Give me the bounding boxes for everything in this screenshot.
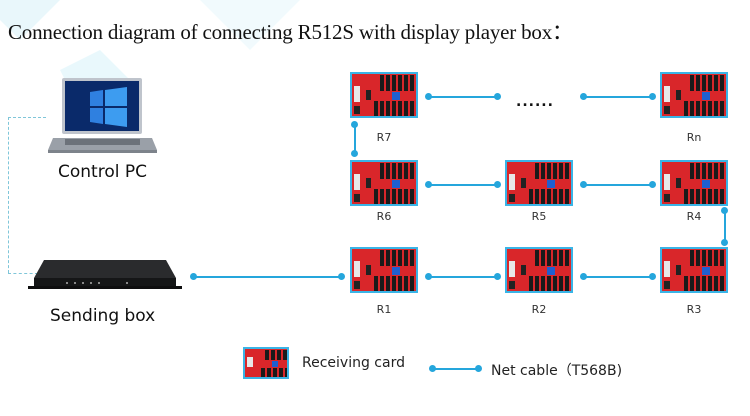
legend-cable-dot [429,365,436,372]
cable-end-dot [494,181,501,188]
receiving-card-r6 [350,160,418,206]
cable-end-dot [721,207,728,214]
cable-end-dot [190,273,197,280]
cable-end-dot [721,239,728,246]
cable-end-dot [580,273,587,280]
sending-box-icon [28,260,182,289]
usb-link-bottom [8,273,38,274]
cable-end-dot [580,93,587,100]
cable-end-dot [351,150,358,157]
cable-r4-r5 [583,184,653,186]
cable-end-dot [494,273,501,280]
legend-net-cable-icon [433,368,479,370]
card-label-rn: Rn [686,131,702,144]
cable-r5-r6 [428,184,498,186]
laptop-icon [48,78,157,153]
cable-end-dot [425,93,432,100]
card-label-r2: R2 [531,303,547,316]
receiving-card-rn [660,72,728,118]
cable-end-dot [649,181,656,188]
usb-link-top [8,117,46,118]
cable-end-dot [425,273,432,280]
legend-receiving-card-label: Receiving card [302,355,405,371]
cable-end-dot [494,93,501,100]
sending-box-label: Sending box [50,306,156,326]
cable-r3-r4 [724,210,726,243]
card-label-r5: R5 [531,210,547,223]
receiving-card-r4 [660,160,728,206]
card-label-r3: R3 [686,303,702,316]
cable-end-dot [425,181,432,188]
cable-end-dot [649,93,656,100]
card-label-r7: R7 [376,131,392,144]
legend-receiving-card-icon [243,347,289,379]
cable-end-dot [338,273,345,280]
receiving-card-r5 [505,160,573,206]
cable-end-dot [649,273,656,280]
diagram-title: Connection diagram of connecting R512S w… [8,20,573,44]
cable-r2-r3 [583,276,653,278]
receiving-card-r1 [350,247,418,293]
card-label-r1: R1 [376,303,392,316]
cable-box-r1 [193,276,343,278]
receiving-card-r3 [660,247,728,293]
usb-link-vertical [8,117,9,273]
cable-end-dot [580,181,587,188]
card-label-r6: R6 [376,210,392,223]
ellipsis-more-cards: ...... [516,94,554,110]
legend-net-cable-label: Net cable（T568B) [491,363,623,379]
cable-ellipsis-rn [583,96,653,98]
cable-r7-ellipsis [428,96,498,98]
receiving-card-r7 [350,72,418,118]
card-label-r4: R4 [686,210,702,223]
cable-r1-r2 [428,276,498,278]
legend-cable-dot [475,365,482,372]
cable-end-dot [351,121,358,128]
cable-r6-r7 [354,124,356,154]
receiving-card-r2 [505,247,573,293]
control-pc-label: Control PC [58,162,147,182]
